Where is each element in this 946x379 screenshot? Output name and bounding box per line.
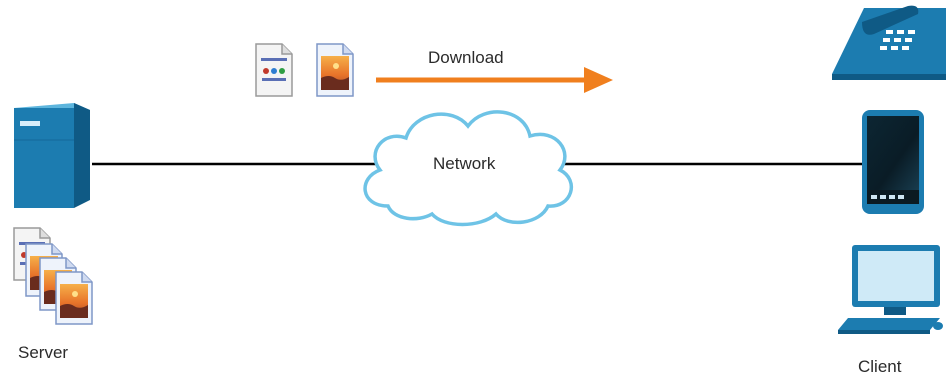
web-page-document-icon bbox=[255, 43, 293, 97]
image-file-icon bbox=[316, 43, 354, 97]
network-label: Network bbox=[433, 154, 496, 173]
client-label: Client bbox=[858, 357, 902, 376]
smartphone-icon bbox=[862, 110, 924, 214]
network-cloud-icon bbox=[363, 110, 573, 227]
server-tower-icon bbox=[14, 103, 90, 208]
desk-phone-icon bbox=[832, 5, 946, 80]
download-arrow-icon bbox=[376, 67, 613, 93]
download-label: Download bbox=[428, 48, 504, 67]
server-label: Server bbox=[18, 343, 69, 362]
server-documents-icon bbox=[13, 227, 93, 325]
desktop-computer-icon bbox=[838, 245, 943, 334]
